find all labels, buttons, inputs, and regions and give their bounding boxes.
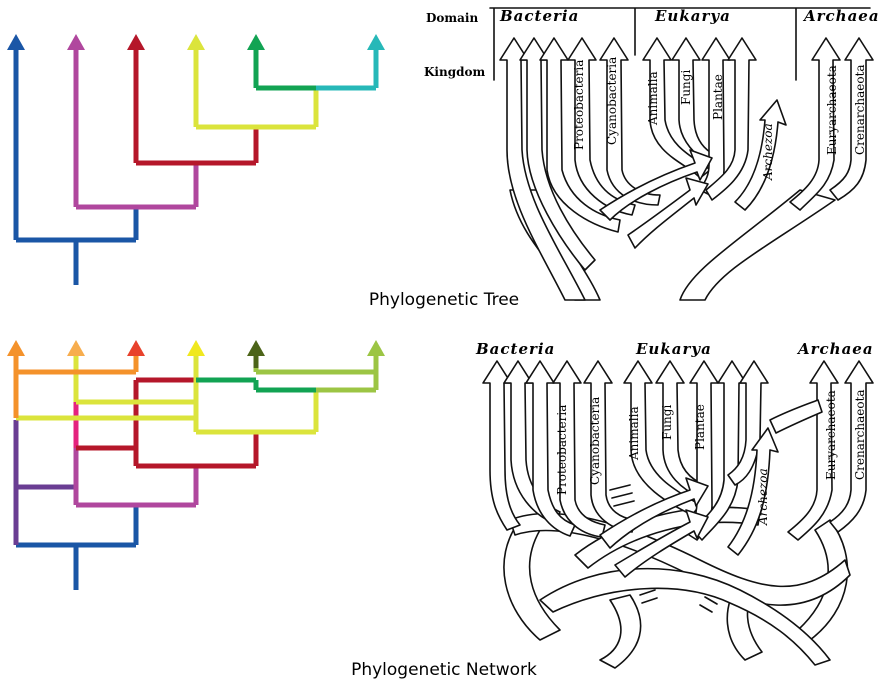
tree-arrowhead-magenta (67, 34, 85, 50)
network-domain-archaea: Archaea (796, 340, 874, 358)
network-caption: Phylogenetic Network (351, 660, 537, 680)
network-arrowhead-lightorange (67, 340, 85, 356)
network-kingdom-fungi: Fungi (660, 405, 674, 440)
tree-domain-eukarya: Eukarya (654, 7, 731, 25)
network-arrowhead-lime (367, 340, 385, 356)
tree-domain-bacteria: Bacteria (499, 7, 579, 25)
network-roots (504, 520, 560, 640)
network-branch-blue (16, 505, 136, 590)
network-kingdom-animalia: Animalia (627, 406, 641, 461)
tree-branch-teal (316, 48, 376, 88)
tree-kingdom-animalia: Animalia (646, 71, 660, 126)
network-arrowhead-orange (7, 340, 25, 356)
tree-arrowhead-blue (7, 34, 25, 50)
tree-caption: Phylogenetic Tree (369, 290, 519, 310)
network-kingdom-plantae: Plantae (693, 404, 707, 450)
tree-arrowhead-yellow (187, 34, 205, 50)
sketched-tree-of-life: Domain Kingdom Bacteria Eukarya Archaea … (424, 7, 880, 300)
network-arrowhead-redorange (127, 340, 145, 356)
network-kingdom-proteobacteria: Proteobacteria (555, 405, 569, 495)
tree-kingdom-proteobacteria: Proteobacteria (572, 60, 586, 150)
tree-domain-archaea: Archaea (802, 7, 880, 25)
tree-trunk-right (680, 190, 835, 300)
kingdom-header-label: Kingdom (424, 65, 485, 79)
network-kingdom-euryarchaeota: Euryarchaeota (824, 390, 838, 480)
network-branch-purple (16, 487, 76, 545)
network-root-2 (600, 595, 641, 668)
tree-branch-green (256, 48, 316, 88)
colored-phylogenetic-tree (7, 34, 385, 285)
tree-kingdom-crenarchaeota: Crenarchaeota (853, 64, 867, 155)
tree-arrowhead-red (127, 34, 145, 50)
network-kingdom-cyanobacteria: Cyanobacteria (588, 397, 602, 485)
tree-kingdom-euryarchaeota: Euryarchaeota (825, 65, 839, 155)
sketched-network-of-life: Bacteria Eukarya Archaea Proteobacteria … (475, 340, 874, 668)
network-branch-green (196, 380, 316, 390)
colored-phylogenetic-network (7, 340, 385, 590)
tree-arrowhead-teal (367, 34, 385, 50)
tree-kingdom-fungi: Fungi (679, 70, 693, 105)
network-weave-2 (540, 569, 830, 665)
network-branch-red (76, 380, 256, 466)
tree-kingdom-cyanobacteria: Cyanobacteria (605, 57, 619, 145)
network-kingdom-crenarchaeota: Crenarchaeota (853, 389, 867, 480)
tree-kingdom-archezoa: Archezoa (761, 123, 775, 181)
tree-kingdom-plantae: Plantae (711, 74, 725, 120)
network-branch-lime (256, 352, 376, 390)
network-bacteria-arrow-2 (504, 361, 560, 523)
network-arrowhead-yellow (187, 340, 205, 356)
network-domain-bacteria: Bacteria (475, 340, 555, 358)
domain-header-label: Domain (426, 11, 478, 25)
network-kingdom-archezoa: Archezoa (756, 468, 770, 526)
network-arrowhead-olive (247, 340, 265, 356)
network-domain-eukarya: Eukarya (635, 340, 712, 358)
network-archaea-crosslink (770, 400, 822, 433)
tree-arrowhead-green (247, 34, 265, 50)
